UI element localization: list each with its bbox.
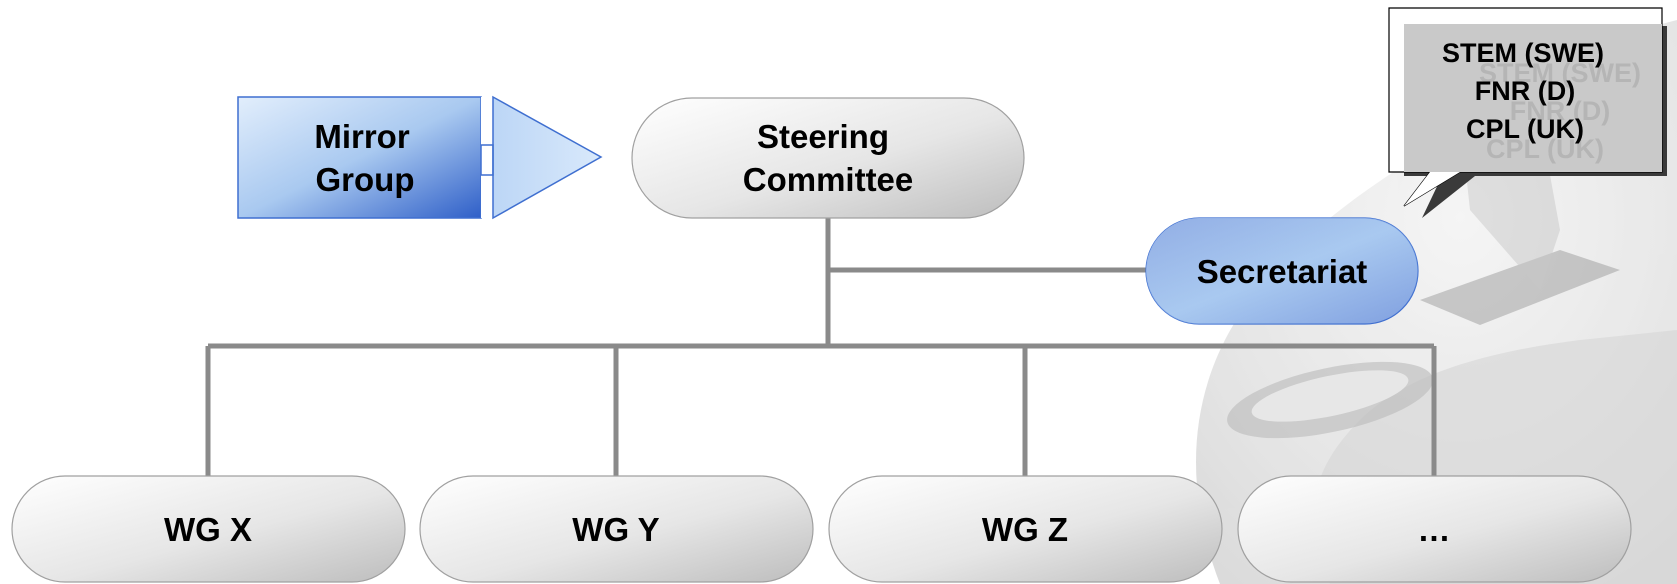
secretariat-label: Secretariat bbox=[1197, 253, 1368, 290]
steering-committee-label-line1: Steering bbox=[757, 118, 889, 155]
mirror-group-label-line1: Mirror bbox=[314, 118, 410, 155]
steering-committee-label-line2: Committee bbox=[743, 161, 914, 198]
wg-x-node: WG X bbox=[11, 475, 406, 583]
wg-x-label: WG X bbox=[164, 511, 252, 548]
wg-y-label: WG Y bbox=[572, 511, 659, 548]
callout-line-1: STEM (SWE) bbox=[1442, 38, 1604, 68]
svg-text:CPL (UK): CPL (UK) bbox=[1486, 134, 1604, 164]
svg-text:FNR (D): FNR (D) bbox=[1510, 96, 1610, 126]
callout-line-2: FNR (D) bbox=[1475, 76, 1575, 106]
mirror-group-arrow: Mirror Group bbox=[237, 95, 603, 220]
wg-y-node: WG Y bbox=[419, 475, 814, 583]
mirror-group-label-line2: Group bbox=[316, 161, 415, 198]
svg-text:STEM (SWE): STEM (SWE) bbox=[1479, 58, 1641, 88]
wg-more-node: … bbox=[1237, 475, 1632, 583]
secretariat-node: Secretariat bbox=[1145, 217, 1419, 325]
wg-more-label: … bbox=[1418, 511, 1451, 548]
connector-lines bbox=[205, 218, 1437, 476]
wg-z-label: WG Z bbox=[982, 511, 1068, 548]
callout-line-3: CPL (UK) bbox=[1466, 114, 1584, 144]
wg-z-node: WG Z bbox=[828, 475, 1223, 583]
partners-callout: STEM (SWE) FNR (D) CPL (UK) STEM (SWE) F… bbox=[1388, 7, 1667, 218]
steering-committee-node: Steering Committee bbox=[631, 97, 1025, 219]
